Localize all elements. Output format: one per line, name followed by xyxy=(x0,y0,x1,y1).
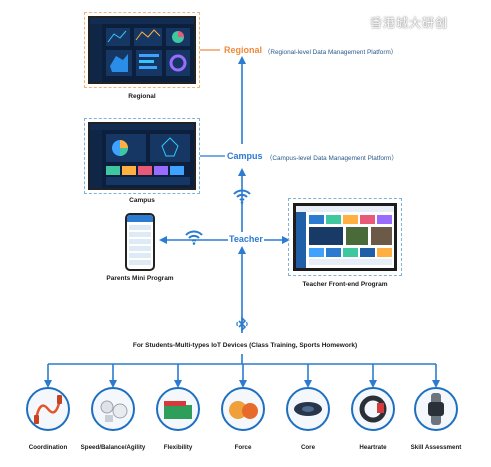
parents-app-thumbnail xyxy=(127,215,153,265)
device-label: Core xyxy=(300,444,316,451)
teacher-frontend-frame xyxy=(288,198,402,276)
watermark-text: 香港城大研创 xyxy=(370,16,449,30)
regional-level-description: （Regional-level Data Management Platform… xyxy=(264,49,398,56)
balls-icon xyxy=(221,387,265,431)
teacher-level-title: Teacher xyxy=(228,234,264,244)
wifi-icon xyxy=(185,230,203,245)
jump-rope-icon xyxy=(26,387,70,431)
device-label: Flexibility xyxy=(163,444,193,451)
parents-mini-program-caption: Parents Mini Program xyxy=(106,275,174,282)
bluetooth-icon xyxy=(236,316,248,332)
device-label: Coordination xyxy=(28,444,68,451)
phone-mockup xyxy=(125,213,155,271)
campus-level-title: Campus xyxy=(227,151,263,161)
campus-caption: Campus xyxy=(129,197,155,204)
campus-dashboard-screen xyxy=(88,122,196,190)
heartrate-band-icon xyxy=(351,387,395,431)
regional-frame xyxy=(84,12,200,88)
teacher-frontend-caption: Teacher Front-end Program xyxy=(302,281,388,288)
regional-dashboard-screen xyxy=(88,16,196,84)
smart-watch-icon xyxy=(414,387,458,431)
campus-frame xyxy=(84,118,200,194)
regional-dashboard-thumbnail xyxy=(90,18,194,82)
core-band-icon xyxy=(286,387,330,431)
sensor-pods-icon xyxy=(91,387,135,431)
sit-and-reach-box-icon xyxy=(156,387,200,431)
campus-dashboard-thumbnail xyxy=(90,124,194,188)
device-label: Heartrate xyxy=(359,444,387,451)
device-label: Speed/Balance/Agility xyxy=(80,444,146,451)
regional-caption: Regional xyxy=(128,93,156,100)
teacher-frontend-thumbnail xyxy=(296,206,394,268)
devices-title: For Students-Multi-types IoT Devices (Cl… xyxy=(132,342,358,349)
device-label: Skill Assessment xyxy=(410,444,462,451)
regional-level-title: Regional xyxy=(224,45,263,55)
device-label: Force xyxy=(234,444,252,451)
teacher-frontend-screen xyxy=(293,203,397,271)
campus-level-description: （Campus-level Data Management Platform） xyxy=(266,155,398,162)
wifi-icon xyxy=(233,189,251,204)
